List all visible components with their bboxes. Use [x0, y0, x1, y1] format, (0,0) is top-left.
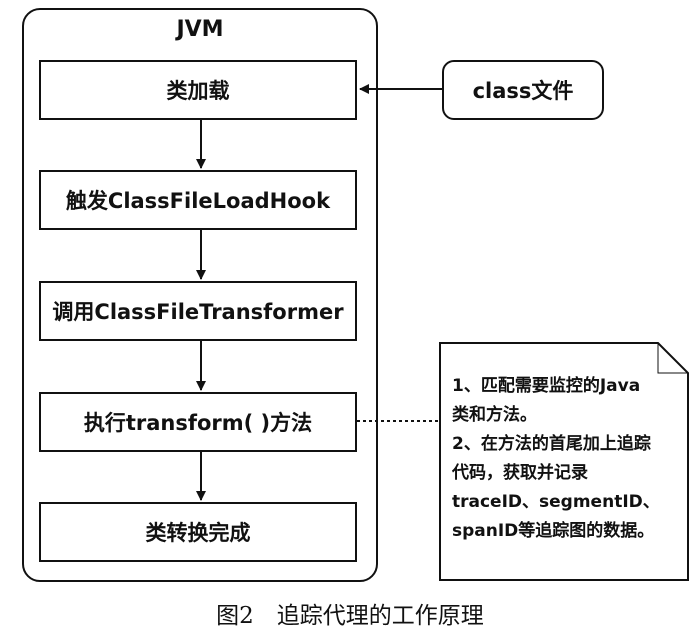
note-text: 1、匹配需要监控的Java 类和方法。 2、在方法的首尾加上追踪 代码，获取并记…: [452, 372, 684, 546]
class-file-box: class文件: [442, 60, 604, 120]
step-trigger-hook: 触发ClassFileLoadHook: [39, 170, 357, 230]
jvm-title: JVM: [176, 17, 224, 42]
note-line: 2、在方法的首尾加上追踪: [452, 434, 651, 454]
note-line: spanID等追踪图的数据。: [452, 521, 655, 541]
note-shape: [439, 342, 689, 581]
step-class-loading: 类加载: [39, 60, 357, 120]
jvm-container: [22, 8, 378, 582]
note-line: traceID、segmentID、: [452, 492, 660, 512]
note-line: 1、匹配需要监控的Java: [452, 376, 641, 396]
step-transform-complete: 类转换完成: [39, 502, 357, 562]
note-line: 代码，获取并记录: [452, 463, 588, 483]
note-line: 类和方法。: [452, 405, 537, 425]
step-call-transformer: 调用ClassFileTransformer: [39, 281, 357, 341]
figure-caption: 图2 追踪代理的工作原理: [216, 603, 484, 629]
step-execute-transform: 执行transform( )方法: [39, 392, 357, 452]
note-fold: [657, 343, 688, 374]
